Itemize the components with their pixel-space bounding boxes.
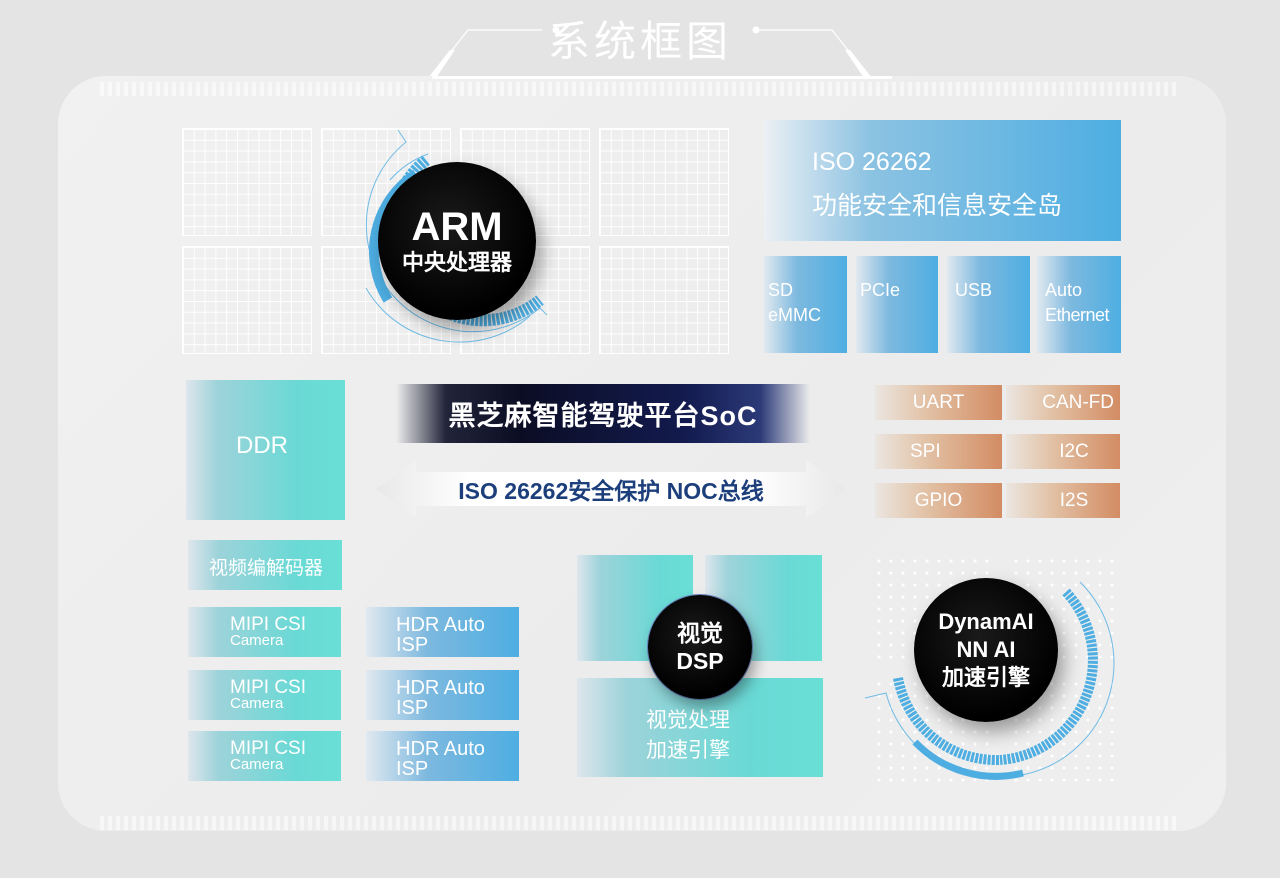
- isp-label: HDR Auto: [396, 677, 485, 699]
- interface-label: SD: [768, 280, 794, 300]
- video-codec-block: 视频编解码器: [188, 540, 342, 590]
- interface-sd-emmc: SD eMMC: [764, 256, 847, 353]
- interface-label: I2C: [1059, 440, 1089, 462]
- safety-island-standard: ISO 26262: [812, 148, 932, 176]
- soc-title-banner: 黑芝麻智能驾驶平台SoC: [396, 384, 810, 443]
- interface-label: eMMC: [768, 305, 821, 325]
- ruler-bottom: [100, 812, 1180, 830]
- ruler-top: [100, 78, 1180, 96]
- interface-label: CAN-FD: [1042, 391, 1114, 413]
- interface-gpio: GPIO: [875, 483, 1002, 518]
- interface-i2c: I2C: [1006, 434, 1120, 469]
- npu-title: DynamAI: [938, 609, 1034, 634]
- panel-top-edge: [432, 76, 892, 79]
- interface-label: USB: [955, 280, 993, 300]
- cpu-grid-cell: [599, 128, 729, 236]
- npu-progress-ring-icon: [864, 581, 1115, 780]
- cpu-grid-cell: [182, 246, 312, 354]
- interface-label: Auto: [1045, 280, 1083, 300]
- camera-label: MIPI CSI: [230, 738, 307, 759]
- interface-label: UART: [912, 391, 965, 413]
- isp-label: HDR Auto: [396, 738, 485, 760]
- isp-block: HDR Auto ISP: [366, 607, 519, 657]
- npu-subtitle: 加速引擎: [941, 665, 1030, 690]
- cpu-grid-cell: [182, 128, 312, 236]
- interface-uart: UART: [875, 385, 1002, 420]
- isp-block: HDR Auto ISP: [366, 670, 519, 720]
- dsp-desc: 加速引擎: [646, 739, 730, 762]
- camera-sublabel: Camera: [230, 632, 284, 649]
- title-decoration: [428, 26, 872, 79]
- dsp-circle: 视觉 DSP: [648, 595, 752, 699]
- memory-ddr-block: DDR: [186, 380, 345, 520]
- camera-sublabel: Camera: [230, 756, 284, 773]
- dsp-title: DSP: [676, 648, 724, 674]
- npu-circle: DynamAI NN AI 加速引擎: [914, 578, 1058, 722]
- page-title: 系统框图: [547, 17, 732, 66]
- isp-sublabel: ISP: [396, 634, 429, 656]
- cpu-title: ARM: [411, 205, 503, 249]
- interface-label: Ethernet: [1045, 305, 1110, 325]
- camera-label: MIPI CSI: [230, 614, 307, 635]
- dsp-desc: 视觉处理: [646, 709, 730, 732]
- cpu-grid-cell: [599, 246, 729, 354]
- isp-label: HDR Auto: [396, 614, 485, 636]
- cpu-subtitle: 中央处理器: [401, 250, 512, 275]
- interface-usb: USB: [947, 256, 1030, 353]
- isp-sublabel: ISP: [396, 758, 429, 780]
- noc-bus-arrow-icon: [376, 460, 846, 518]
- codec-label: 视频编解码器: [209, 558, 324, 579]
- interface-i2s: I2S: [1006, 483, 1120, 518]
- interface-label: I2S: [1059, 489, 1089, 511]
- interface-pcie: PCIe: [856, 256, 938, 353]
- camera-sublabel: Camera: [230, 695, 284, 712]
- interface-spi: SPI: [875, 434, 1002, 469]
- interface-auto-ethernet: Auto Ethernet: [1037, 256, 1121, 353]
- safety-island-desc: 功能安全和信息安全岛: [812, 192, 1063, 220]
- npu-title: NN AI: [956, 637, 1016, 662]
- camera-input-block: MIPI CSI Camera: [188, 670, 341, 720]
- noc-bus-label: ISO 26262安全保护 NOC总线: [458, 478, 764, 504]
- cpu-circle: ARM 中央处理器: [378, 162, 536, 320]
- isp-block: HDR Auto ISP: [366, 731, 519, 781]
- interface-can-fd: CAN-FD: [1006, 385, 1120, 420]
- camera-input-block: MIPI CSI Camera: [188, 731, 341, 781]
- interface-label: GPIO: [914, 489, 963, 511]
- soc-title: 黑芝麻智能驾驶平台SoC: [448, 401, 758, 431]
- dsp-title: 视觉: [677, 620, 723, 646]
- memory-label: DDR: [236, 432, 288, 459]
- isp-sublabel: ISP: [396, 697, 429, 719]
- interface-label: PCIe: [860, 280, 901, 300]
- camera-label: MIPI CSI: [230, 677, 307, 698]
- safety-island-block: ISO 26262 功能安全和信息安全岛: [764, 120, 1121, 241]
- camera-input-block: MIPI CSI Camera: [188, 607, 341, 657]
- interface-label: SPI: [910, 440, 941, 462]
